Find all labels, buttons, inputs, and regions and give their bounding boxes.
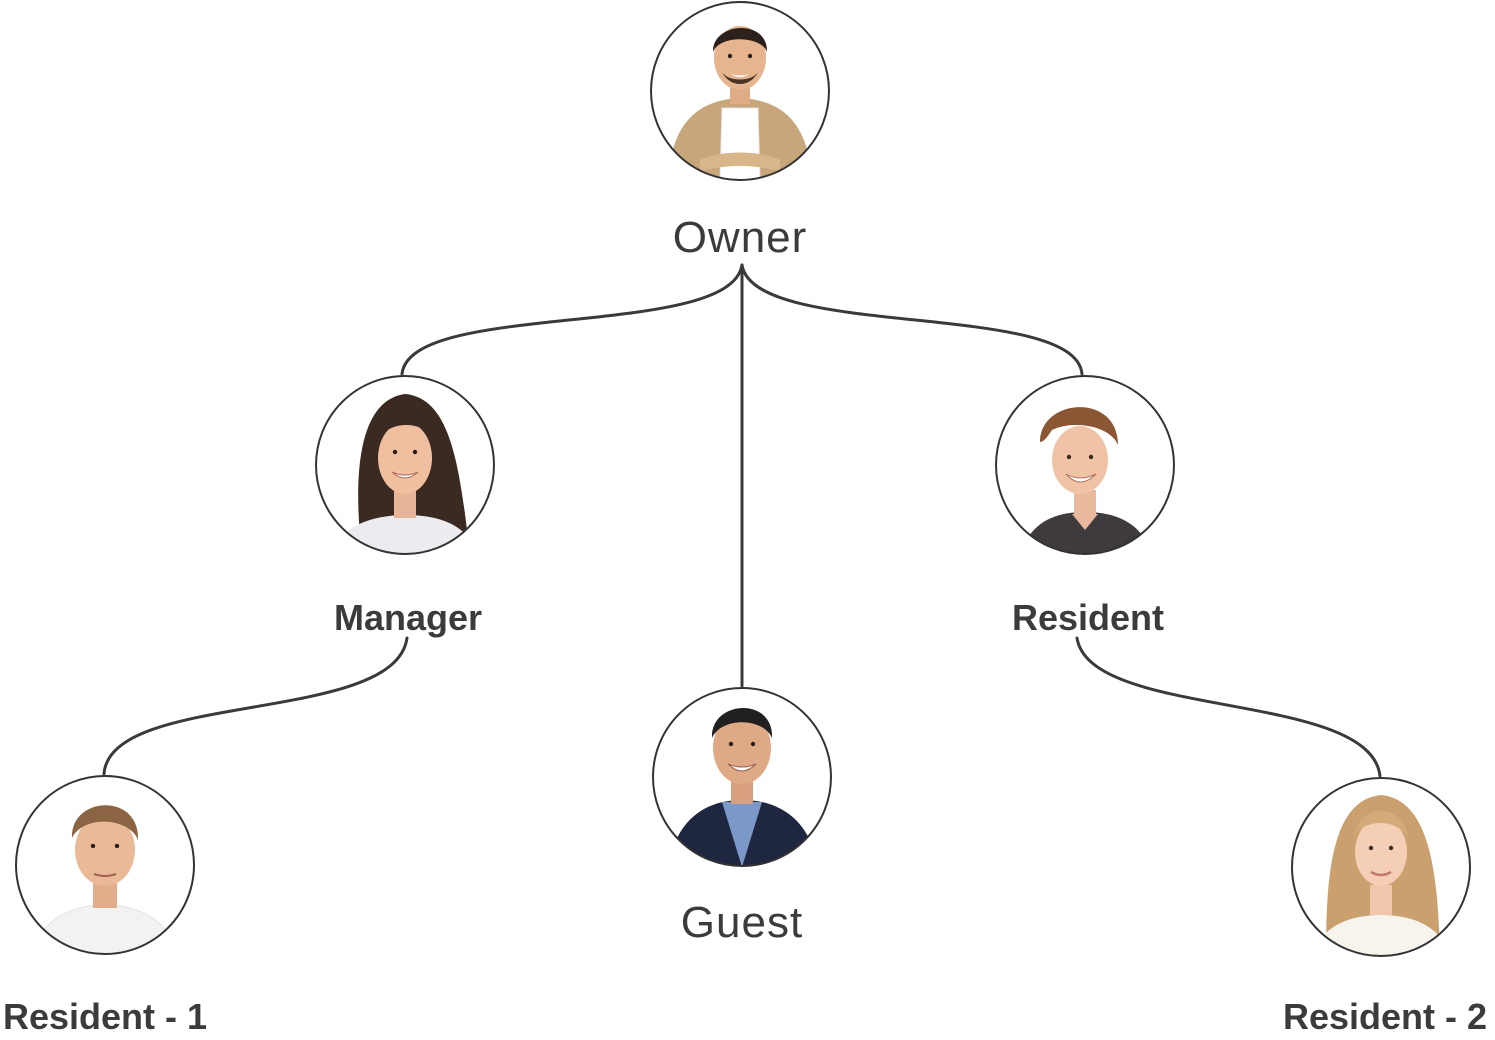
man-blue-blazer-avatar: [653, 688, 831, 866]
edge-manager-resident1: [102, 636, 409, 776]
node-label-owner: Owner: [673, 213, 808, 262]
node-resident-1: Resident - 1: [3, 775, 207, 1037]
node-resident: Resident: [995, 375, 1175, 638]
man-beige-shirt-avatar: [651, 2, 829, 180]
edge-owner-resident: [740, 263, 1084, 376]
woman-long-hair-avatar: [316, 376, 494, 554]
node-resident-2: Resident - 2: [1283, 777, 1487, 1037]
avatar-frame: [15, 775, 195, 955]
avatar-frame: [1291, 777, 1471, 957]
node-manager: Manager: [315, 375, 495, 638]
connectors: [102, 263, 1382, 778]
node-owner: Owner: [650, 1, 830, 262]
man-white-tshirt-avatar: [16, 776, 194, 954]
avatar-frame: [650, 1, 830, 181]
edge-owner-manager: [400, 263, 744, 376]
avatar-frame: [315, 375, 495, 555]
node-label-resident: Resident: [1012, 597, 1164, 638]
node-guest: Guest: [652, 687, 832, 947]
avatar-frame: [995, 375, 1175, 555]
edge-resident-resident2: [1075, 636, 1382, 778]
node-label-resident-2: Resident - 2: [1283, 996, 1487, 1037]
node-label-guest: Guest: [681, 898, 803, 947]
node-label-resident-1: Resident - 1: [3, 996, 207, 1037]
young-man-auburn-hair-avatar: [996, 376, 1174, 554]
avatar-frame: [652, 687, 832, 867]
woman-blonde-hair-avatar: [1292, 778, 1470, 956]
node-label-manager: Manager: [334, 597, 482, 638]
